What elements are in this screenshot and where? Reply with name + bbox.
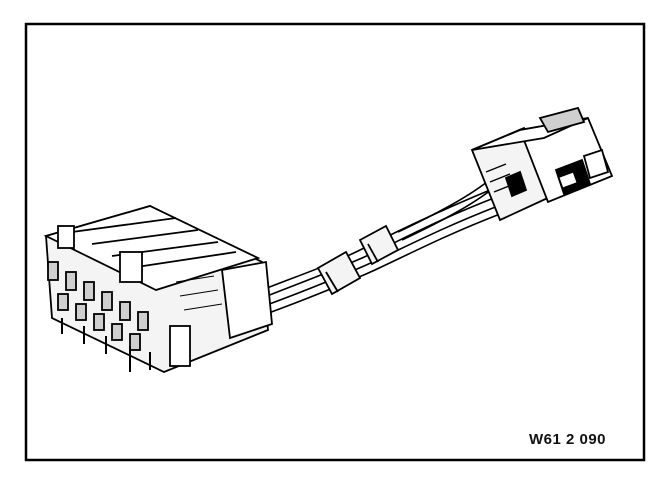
cable-sleeve xyxy=(316,224,400,296)
large-multi-pin-connector-icon xyxy=(43,205,273,373)
figure-reference-code: W61 2 090 xyxy=(528,431,606,448)
frame-border xyxy=(24,22,646,462)
small-plug-connector-icon xyxy=(470,106,614,222)
